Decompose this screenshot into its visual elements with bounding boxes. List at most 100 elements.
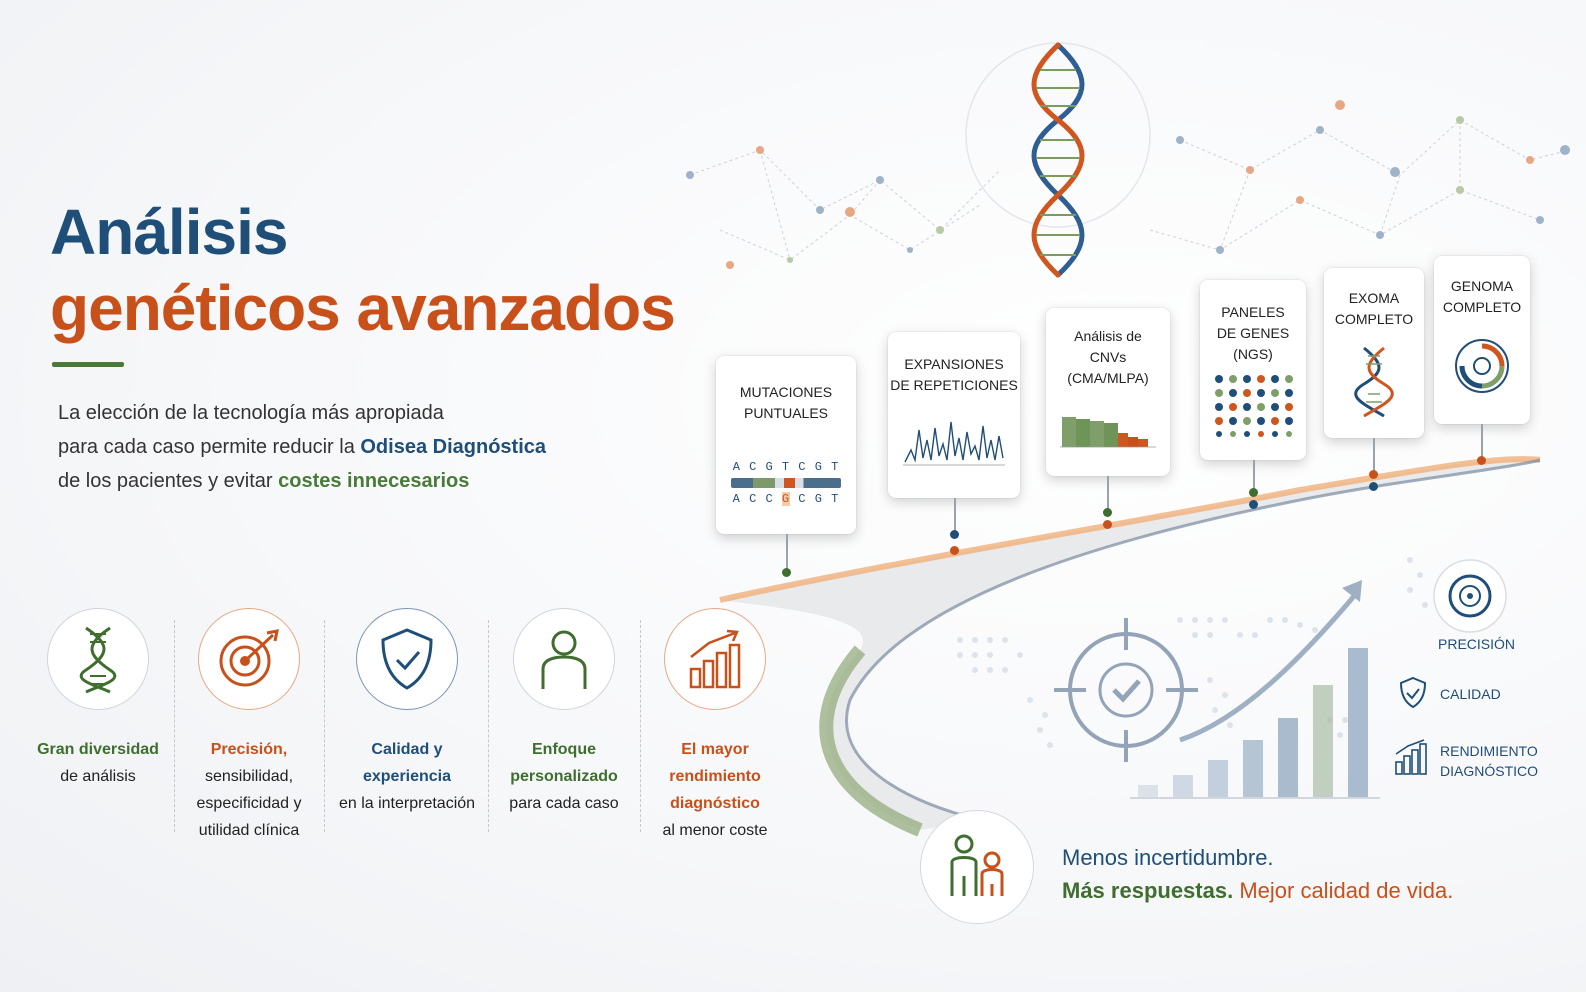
card-title-line-1: EXPANSIONES — [904, 356, 1004, 372]
card-expansiones-repeticiones: EXPANSIONES DE REPETICIONES — [888, 332, 1020, 498]
card-exoma-completo: EXOMA COMPLETO — [1324, 268, 1424, 438]
card-genoma-completo: GENOMA COMPLETO — [1434, 256, 1530, 424]
feature-diversidad: Gran diversidad de análisis — [23, 608, 173, 790]
feature-label-line: especificidad y — [196, 795, 302, 812]
intro-highlight-odisea: Odisea Diagnóstica — [360, 436, 546, 458]
card-title: Análisis de CNVs (CMA/MLPA) — [1046, 326, 1170, 389]
card-title-line-2: DE REPETICIONES — [890, 377, 1018, 393]
card-title: PANELES DE GENES (NGS) — [1200, 302, 1306, 365]
card-paneles-genes: PANELES DE GENES (NGS) — [1200, 280, 1306, 460]
tagline-orange: Mejor calidad de vida. — [1239, 878, 1454, 903]
feature-label-bold: Gran diversidad — [37, 741, 159, 758]
pin-dot — [1477, 456, 1486, 465]
sequence-top: A C G T C G T — [732, 460, 840, 474]
card-title: EXOMA COMPLETO — [1324, 288, 1424, 330]
pin-dot — [950, 530, 959, 539]
tagline-line-1: Menos incertidumbre. — [1062, 845, 1274, 870]
pin-line — [1107, 476, 1109, 512]
intro-line-2: para cada caso permite reducir la Odisea… — [58, 430, 618, 464]
feature-icon-circle — [47, 608, 149, 710]
side-label-rendimiento-line-2: DIAGNÓSTICO — [1440, 763, 1539, 779]
repeat-signal-chart — [903, 421, 1005, 466]
growth-chart-icon — [1395, 739, 1427, 775]
feature-precision: Precisión, sensibilidad, especificidad y… — [174, 608, 324, 844]
side-label-precision: PRECISIÓN — [1438, 636, 1516, 652]
feature-label: Precisión, sensibilidad, especificidad y… — [174, 736, 324, 844]
title-line-1: Análisis — [50, 196, 288, 268]
feature-label-line: en la interpretación — [338, 795, 476, 812]
card-title-line-1: EXOMA — [1348, 290, 1400, 306]
gene-panel-dots — [1215, 375, 1293, 437]
precision-target-icon — [1433, 559, 1507, 633]
pin-line — [1253, 460, 1255, 490]
pin-line — [786, 534, 788, 570]
family-icon — [950, 834, 1004, 896]
feature-label-bold: rendimiento — [669, 768, 761, 785]
pin-dot — [1249, 488, 1258, 497]
feature-label-line: utilidad clínica — [198, 822, 300, 839]
title-line-2: genéticos avanzados — [50, 272, 676, 344]
feature-icon-circle — [356, 608, 458, 710]
pin-dot — [950, 546, 959, 555]
feature-label: Calidad y experiencia en la interpretaci… — [332, 736, 482, 817]
pin-dot — [1369, 482, 1378, 491]
feature-label: El mayor rendimiento diagnóstico al meno… — [640, 736, 790, 844]
feature-icon-circle — [198, 608, 300, 710]
sequence-bottom-b: C G T — [790, 492, 840, 506]
card-mutaciones-puntuales: MUTACIONES PUNTUALES A C G T C G T A C C… — [716, 356, 856, 534]
intro-text: La elección de la tecnología más apropia… — [58, 396, 618, 498]
cnv-bar-chart — [1060, 417, 1156, 448]
feature-label-bold: Precisión, — [210, 741, 288, 758]
card-title-line-1: PANELES — [1221, 304, 1285, 320]
feature-label-line: de análisis — [60, 768, 136, 785]
pin-line — [1373, 438, 1375, 472]
card-title-line-2: CNVs — [1089, 349, 1127, 365]
side-label-calidad: CALIDAD — [1440, 686, 1501, 702]
intro-line-2-text: para cada caso permite reducir la — [58, 436, 361, 458]
shield-check-icon — [1399, 676, 1427, 709]
intro-line-3-text: de los pacientes y evitar — [58, 470, 279, 492]
title-divider — [52, 362, 124, 367]
sequence-mutation: G — [781, 492, 791, 506]
feature-label-bold: El mayor — [681, 741, 749, 758]
sequence-bottom-a: A C C — [732, 492, 782, 506]
card-title-line-1: GENOMA — [1450, 278, 1514, 294]
dna-icon — [1354, 346, 1394, 418]
feature-label-bold: Enfoque — [532, 741, 596, 758]
intro-highlight-costes: costes innecesarios — [278, 470, 470, 492]
feature-label-line: sensibilidad, — [204, 768, 294, 785]
intro-line-3: de los pacientes y evitar costes inneces… — [58, 464, 618, 498]
feature-label-bold: Calidad y — [371, 741, 443, 758]
card-title-line-1: MUTACIONES — [739, 384, 833, 400]
target-icon — [219, 629, 279, 687]
card-title: GENOMA COMPLETO — [1434, 276, 1530, 318]
card-title-line-2: COMPLETO — [1442, 299, 1522, 315]
person-icon — [541, 630, 587, 689]
feature-label-bold: experiencia — [362, 768, 452, 785]
feature-label-line: para cada caso — [509, 795, 619, 812]
sequence-alignment-bar — [731, 478, 841, 488]
card-title-line-3: (CMA/MLPA) — [1067, 370, 1149, 386]
feature-separator — [174, 620, 175, 832]
feature-separator — [488, 620, 489, 832]
pin-line — [954, 498, 956, 534]
pin-line — [1481, 424, 1483, 458]
feature-label: Enfoque personalizado para cada caso — [489, 736, 639, 817]
growth-chart-icon — [689, 629, 741, 689]
feature-personalizado: Enfoque personalizado para cada caso — [489, 608, 639, 817]
family-icon-circle — [920, 810, 1034, 924]
card-title-line-2: PUNTUALES — [743, 405, 829, 421]
feature-label: Gran diversidad de análisis — [23, 736, 173, 790]
card-analisis-cnvs: Análisis de CNVs (CMA/MLPA) — [1046, 308, 1170, 476]
card-title: MUTACIONES PUNTUALES — [716, 382, 856, 424]
pin-dot — [782, 568, 791, 577]
feature-icon-circle — [513, 608, 615, 710]
feature-rendimiento: El mayor rendimiento diagnóstico al meno… — [640, 608, 790, 844]
feature-label-bold: diagnóstico — [670, 795, 760, 812]
tagline-line-2: Más respuestas. Mejor calidad de vida. — [1062, 878, 1453, 904]
feature-icon-circle — [664, 608, 766, 710]
pin-dot — [1369, 470, 1378, 479]
tagline-green: Más respuestas. — [1062, 878, 1234, 903]
shield-check-icon — [381, 628, 433, 690]
